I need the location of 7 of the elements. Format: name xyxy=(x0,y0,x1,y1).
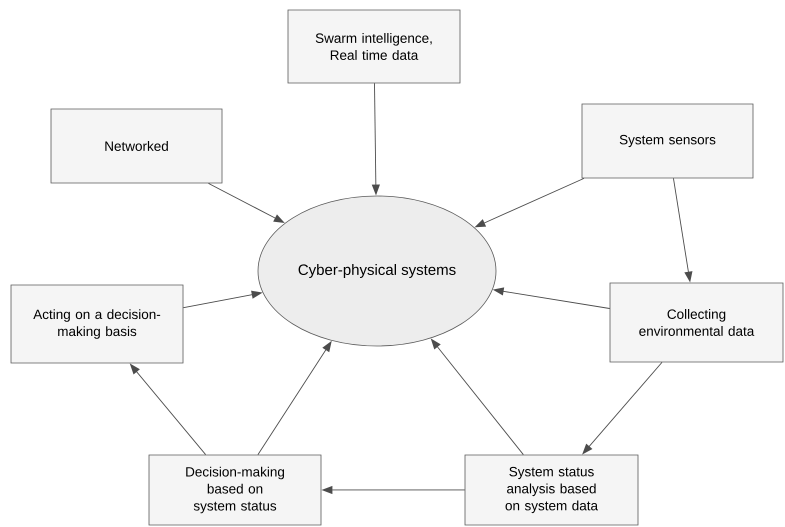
process-box: Collecting environmental data xyxy=(610,282,784,362)
process-box: Acting on a decision-making basis xyxy=(10,284,184,364)
process-box: Swarm intelligence, Real time data xyxy=(288,10,460,84)
process-box: System sensors xyxy=(582,104,754,178)
process-box: System status analysis based on system data xyxy=(464,454,638,526)
process-box: Decision-making based on system status xyxy=(148,454,322,526)
process-box: Networked xyxy=(50,108,222,184)
